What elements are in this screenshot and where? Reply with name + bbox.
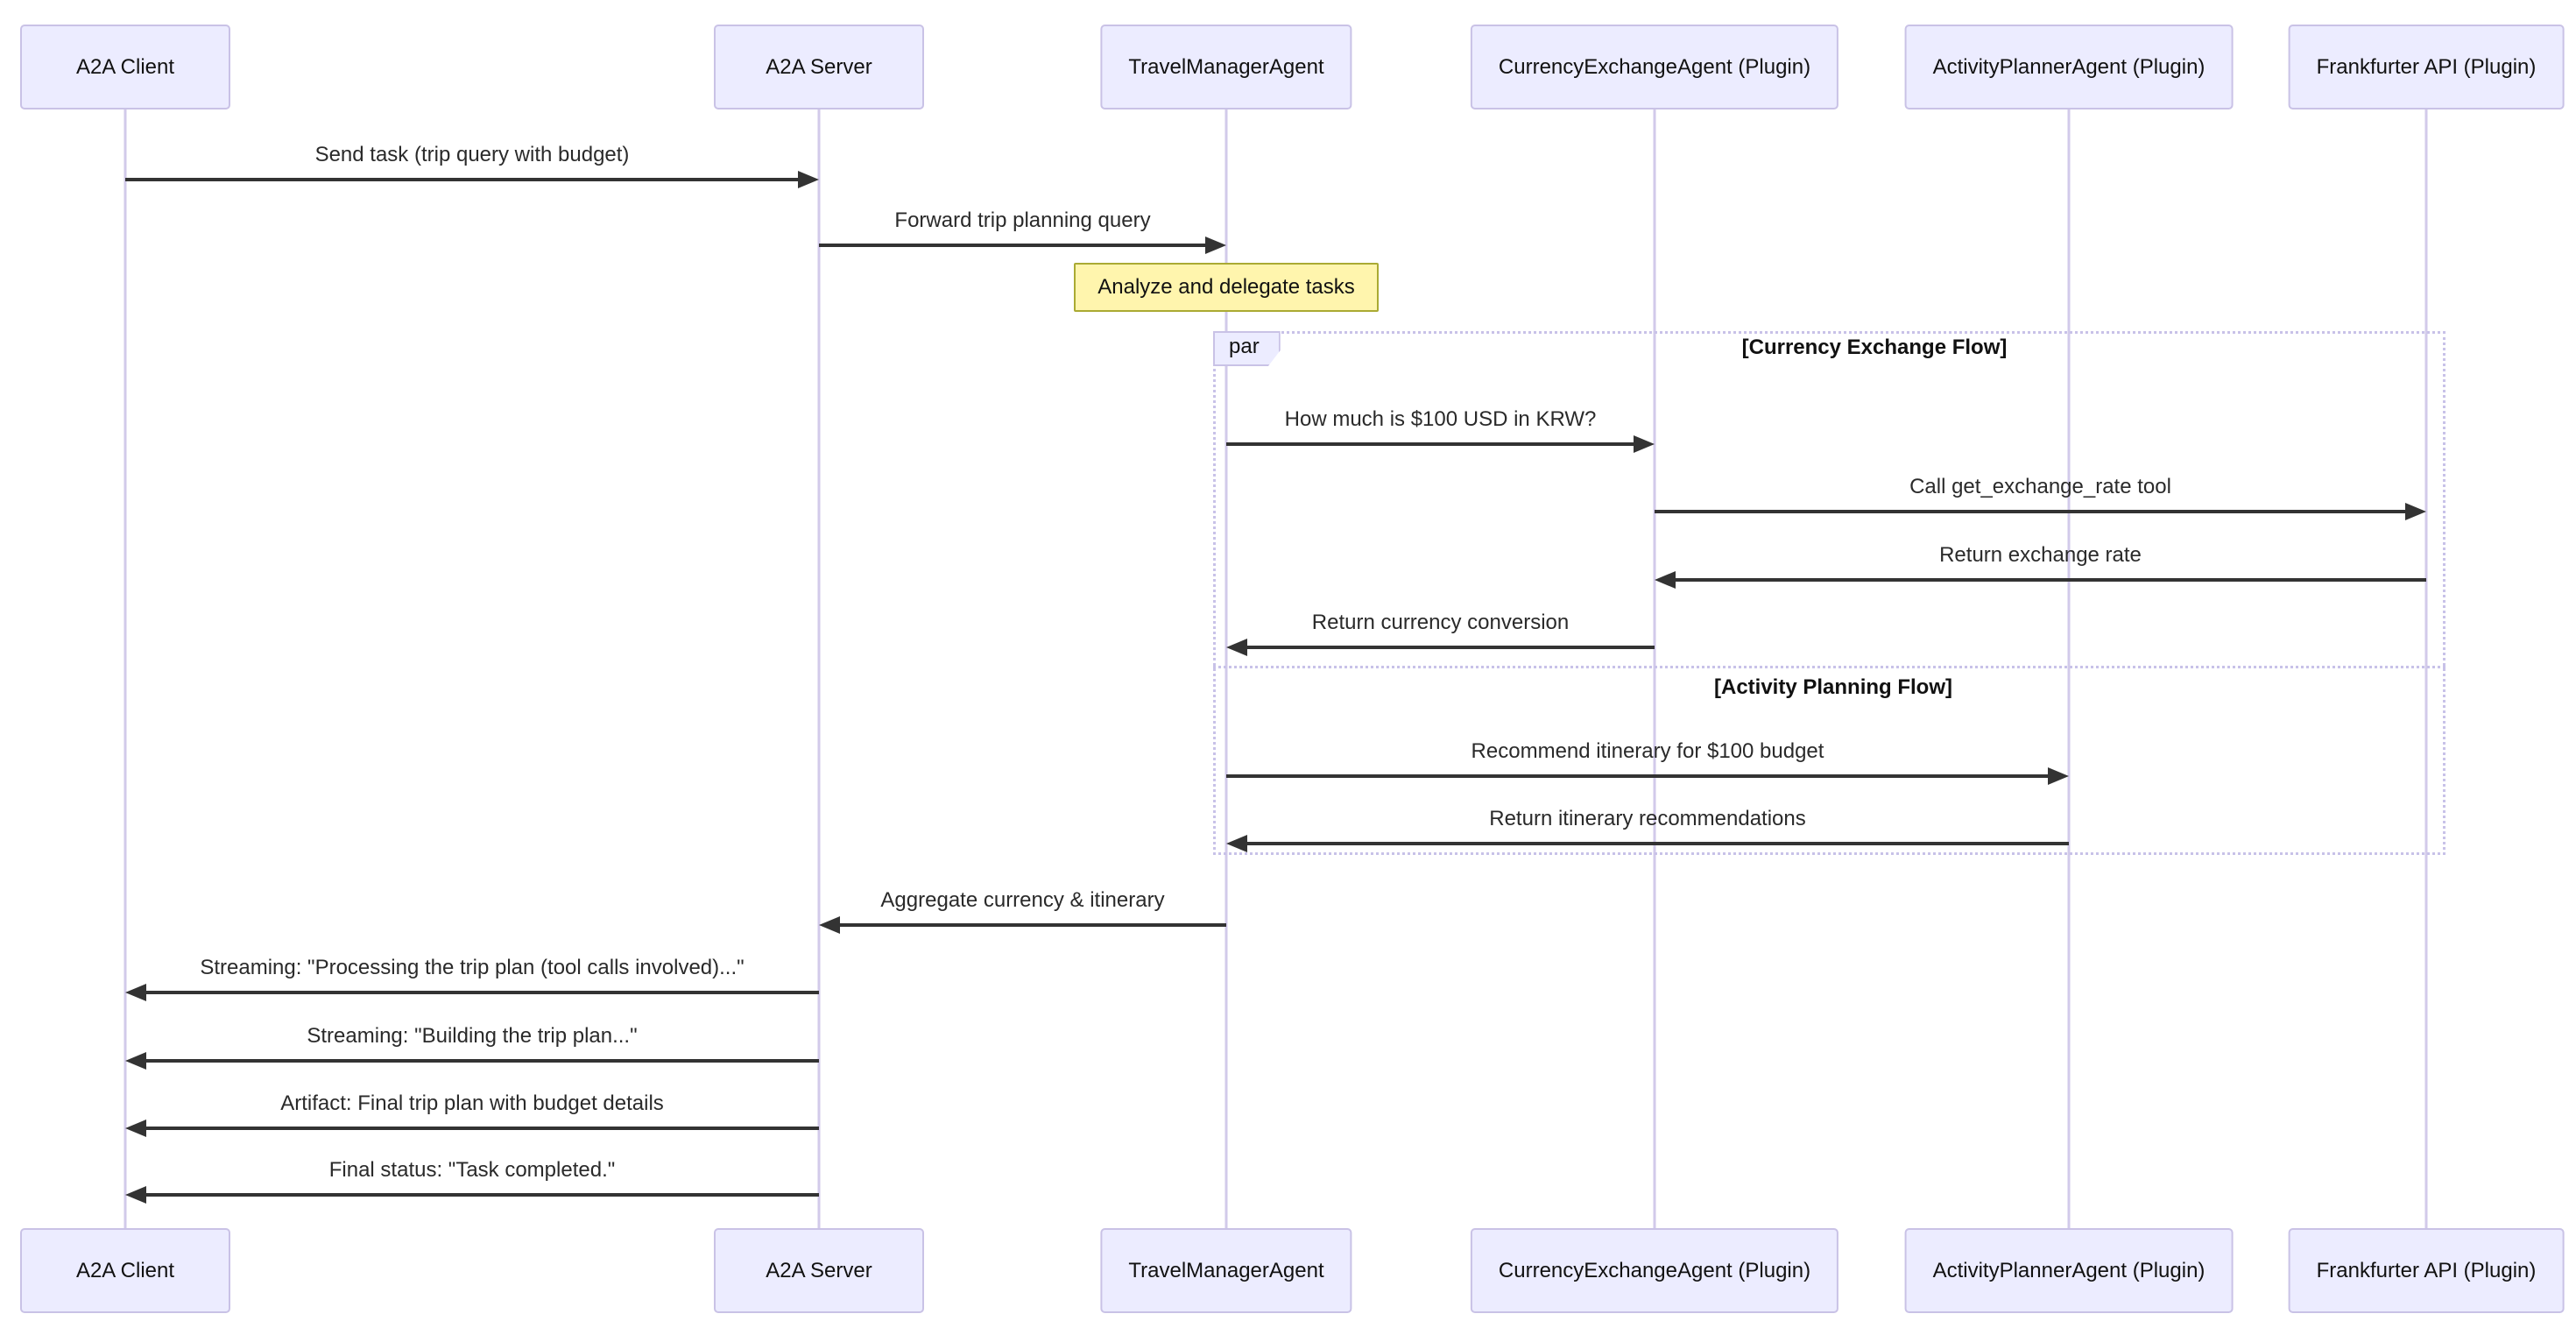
message-line <box>836 923 1226 927</box>
arrowhead-icon <box>125 1186 146 1204</box>
arrowhead-icon <box>2048 767 2069 785</box>
par-frame <box>1213 331 2445 855</box>
actor-bottom-currency: CurrencyExchangeAgent (Plugin) <box>1470 1228 1839 1313</box>
message-line <box>143 991 819 994</box>
actor-top-travel: TravelManagerAgent <box>1100 25 1352 109</box>
message-line <box>1672 578 2426 582</box>
message-label: Return exchange rate <box>1939 543 2142 567</box>
arrowhead-icon <box>1226 835 1247 852</box>
message-label: Streaming: "Processing the trip plan (to… <box>200 956 745 979</box>
par-label-tag: par <box>1213 331 1281 366</box>
message-label: Streaming: "Building the trip plan..." <box>307 1024 638 1048</box>
note-analyze-delegate: Analyze and delegate tasks <box>1074 263 1379 312</box>
actor-bottom-server: A2A Server <box>714 1228 924 1313</box>
message-line <box>1244 646 1655 649</box>
actor-top-server: A2A Server <box>714 25 924 109</box>
lifeline-activity <box>2067 109 2071 1230</box>
arrowhead-icon <box>2405 503 2426 520</box>
message-label: Forward trip planning query <box>894 208 1151 232</box>
arrowhead-icon <box>819 916 840 934</box>
message-label: How much is $100 USD in KRW? <box>1284 407 1597 431</box>
lifeline-travel <box>1224 109 1228 1230</box>
arrowhead-icon <box>125 1120 146 1137</box>
actor-top-activity: ActivityPlannerAgent (Plugin) <box>1904 25 2234 109</box>
message-label: Return itinerary recommendations <box>1489 807 1806 830</box>
actor-top-client: A2A Client <box>20 25 230 109</box>
lifeline-frankfurter <box>2424 109 2428 1230</box>
message-line <box>143 1127 819 1130</box>
par-section-label: [Currency Exchange Flow] <box>1741 336 2008 359</box>
actor-bottom-travel: TravelManagerAgent <box>1100 1228 1352 1313</box>
message-label: Send task (trip query with budget) <box>314 143 630 166</box>
message-label: Recommend itinerary for $100 budget <box>1471 739 1824 763</box>
arrowhead-icon <box>125 1052 146 1070</box>
message-label: Return currency conversion <box>1311 611 1570 634</box>
par-section-divider <box>1213 666 2445 668</box>
message-line <box>1226 442 1637 446</box>
message-line <box>1226 774 2051 778</box>
lifeline-client <box>124 109 127 1230</box>
message-label: Artifact: Final trip plan with budget de… <box>280 1091 664 1115</box>
lifeline-server <box>817 109 821 1230</box>
message-line <box>143 1059 819 1063</box>
actor-bottom-client: A2A Client <box>20 1228 230 1313</box>
actor-top-currency: CurrencyExchangeAgent (Plugin) <box>1470 25 1839 109</box>
message-label: Call get_exchange_rate tool <box>1909 475 2171 498</box>
arrowhead-icon <box>1226 639 1247 656</box>
par-section-label: [Activity Planning Flow] <box>1713 675 1953 699</box>
message-label: Final status: "Task completed." <box>328 1158 616 1182</box>
actor-bottom-frankfurter: Frankfurter API (Plugin) <box>2288 1228 2565 1313</box>
message-line <box>1655 510 2409 513</box>
actor-top-frankfurter: Frankfurter API (Plugin) <box>2288 25 2565 109</box>
arrowhead-icon <box>1655 571 1676 589</box>
message-line <box>1244 842 2069 845</box>
lifeline-currency <box>1653 109 1656 1230</box>
arrowhead-icon <box>125 984 146 1001</box>
message-line <box>125 178 801 181</box>
message-line <box>819 244 1209 247</box>
arrowhead-icon <box>798 171 819 188</box>
arrowhead-icon <box>1634 435 1655 453</box>
actor-bottom-activity: ActivityPlannerAgent (Plugin) <box>1904 1228 2234 1313</box>
message-label: Aggregate currency & itinerary <box>880 888 1165 912</box>
message-line <box>143 1193 819 1197</box>
arrowhead-icon <box>1205 237 1226 254</box>
